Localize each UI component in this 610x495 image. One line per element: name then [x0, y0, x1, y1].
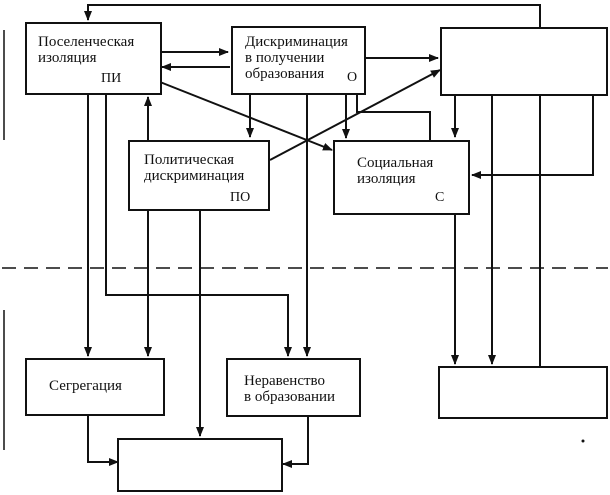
- arrow-po-to-topright: [269, 69, 441, 161]
- node-education-discrimination-label: Дискриминация в получении образования: [245, 34, 348, 82]
- arrow-pi-to-c: [159, 81, 333, 151]
- arrow-pi-to-inequality: [105, 95, 292, 357]
- node-education-discrimination-code: О: [347, 70, 358, 85]
- arrow-inequality-to-bottom-center: [282, 416, 309, 468]
- arrow-loop-top: [84, 4, 541, 372]
- node-social-isolation-code: С: [435, 190, 445, 205]
- arrow-right-loop-to-c: [471, 95, 594, 179]
- node-segregation-label: Сегрегация: [49, 378, 122, 394]
- node-settlement-isolation-label: Поселенческая изоляция: [38, 34, 135, 66]
- node-outcome-bottom-center: [117, 438, 283, 492]
- node-political-discrimination-label: Политическая дискриминация: [144, 152, 245, 184]
- node-outcome-bottom-right: [438, 366, 608, 419]
- node-social-isolation: Социальная изоляция С: [333, 140, 470, 215]
- node-education-inequality: Неравенство в образовании: [226, 358, 361, 417]
- node-political-discrimination: Политическая дискриминация ПО: [128, 140, 270, 211]
- node-segregation: Сегрегация: [25, 358, 165, 416]
- node-social-isolation-label: Социальная изоляция: [357, 155, 434, 187]
- arrow-o-to-c-right: [356, 95, 431, 140]
- node-education-inequality-label: Неравенство в образовании: [244, 373, 336, 405]
- node-political-discrimination-code: ПО: [230, 190, 251, 205]
- node-outcome-top-right: [440, 27, 608, 96]
- node-settlement-isolation: Поселенческая изоляция ПИ: [25, 22, 162, 95]
- node-settlement-isolation-code: ПИ: [101, 71, 122, 86]
- node-education-discrimination: Дискриминация в получении образования О: [231, 26, 366, 95]
- arrow-segregation-to-bottom-center: [87, 416, 119, 466]
